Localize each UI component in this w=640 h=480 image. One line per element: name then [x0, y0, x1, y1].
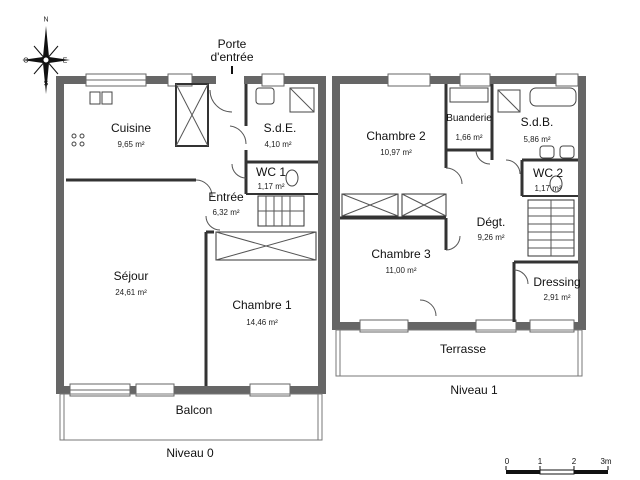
compass-rose-icon — [22, 26, 70, 94]
room-area-buanderie: 1,66 m² — [455, 133, 483, 142]
level0-plan — [56, 73, 326, 441]
room-area-cuisine: 9,65 m² — [117, 140, 145, 149]
compass-west-label: O — [23, 57, 29, 65]
room-name-chambre1: Chambre 1 — [232, 298, 292, 312]
room-area-sejour: 24,61 m² — [115, 288, 147, 297]
room-area-chambre1: 14,46 m² — [246, 318, 278, 327]
level1-plan — [332, 73, 586, 377]
room-name-chambre3: Chambre 3 — [371, 247, 431, 261]
room-name-sdb: S.d.B. — [520, 115, 554, 129]
room-area-sde: 4,10 m² — [264, 140, 292, 149]
scale-bar — [505, 466, 609, 475]
room-name-entree: Entrée — [208, 190, 244, 204]
room-area-wc1: 1,17 m² — [257, 182, 285, 191]
room-area-entree: 6,32 m² — [212, 208, 240, 217]
room-name-sde: S.d.E. — [263, 121, 297, 135]
level0-title: Niveau 0 — [166, 446, 214, 460]
compass-east-label: E — [62, 57, 68, 65]
room-area-chambre3: 11,00 m² — [385, 266, 417, 275]
room-name-dressing: Dressing — [533, 275, 581, 289]
room-name-wc2: WC 2 — [533, 166, 563, 180]
room-name-wc1: WC 1 — [256, 165, 286, 179]
room-area-sdb: 5,86 m² — [523, 135, 551, 144]
room-area-wc2: 1,17 m² — [534, 184, 562, 193]
level1-title: Niveau 1 — [450, 383, 498, 397]
room-name-degt: Dégt. — [476, 215, 506, 229]
compass-south-label: S — [43, 80, 49, 88]
compass-north-label: N — [43, 16, 49, 24]
room-name-buanderie: Buanderie — [446, 113, 492, 124]
scale-tick-2: 2 — [571, 457, 577, 466]
room-name-cuisine: Cuisine — [110, 121, 152, 135]
room-area-chambre2-value: 10,97 m² — [380, 148, 412, 157]
room-name-chambre2: Chambre 2 — [366, 129, 426, 143]
room-name-balcon: Balcon — [175, 403, 213, 417]
room-name-terrasse: Terrasse — [439, 342, 487, 356]
entrance-label-line1: Porte — [217, 37, 247, 51]
room-area-degt: 9,26 m² — [477, 233, 505, 242]
scale-tick-1: 1 — [537, 457, 543, 466]
room-name-sejour: Séjour — [113, 269, 149, 283]
scale-tick-3m: 3m — [600, 457, 612, 466]
scale-tick-0: 0 — [504, 457, 510, 466]
entrance-label-line2: d'entrée — [210, 50, 254, 64]
room-area-dressing: 2,91 m² — [543, 293, 571, 302]
